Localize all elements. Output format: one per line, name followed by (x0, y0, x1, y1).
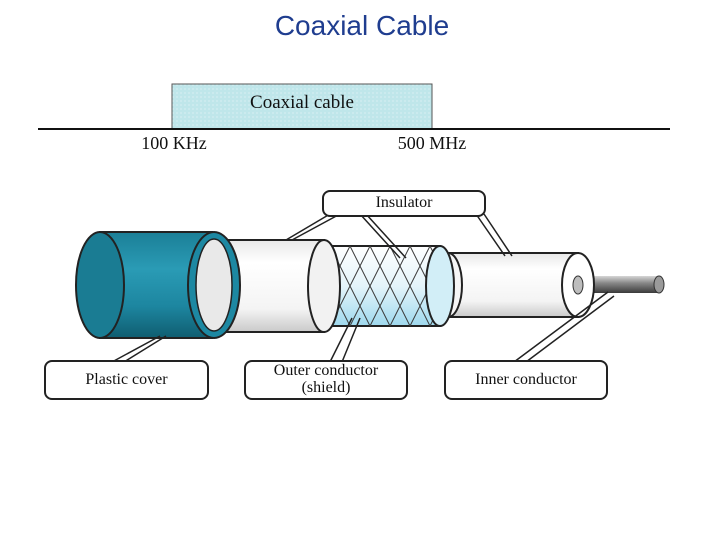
insulator-callout (322, 190, 486, 217)
high-frequency-label: 500 MHz (397, 133, 467, 153)
outer-conductor-pointer (329, 317, 361, 363)
inner-conductor-label: Inner conductor (475, 371, 577, 388)
plastic-cover-callout (44, 360, 209, 400)
insulator-inner (433, 252, 595, 318)
slide-title: Coaxial Cable (274, 10, 450, 41)
inner-conductor-pointer (513, 291, 615, 363)
outer-conductor-callout (244, 360, 408, 400)
plastic-cover-pointer (111, 335, 167, 363)
insulator-label: Insulator (375, 194, 433, 211)
inner-conductor-callout (444, 360, 608, 400)
outer-conductor-label: Outer conductor (273, 362, 379, 379)
plastic-cover-label: Plastic cover (85, 371, 168, 388)
spectrum-band-label: Coaxial cable (250, 92, 354, 113)
spectrum-band (171, 83, 433, 130)
outer-conductor-sublabel: (shield) (301, 379, 351, 396)
plastic-cover-jacket (75, 231, 241, 339)
insulator-pointers (285, 213, 513, 259)
low-frequency-label: 100 KHz (141, 133, 207, 153)
inner-conductor-wire (580, 275, 665, 294)
